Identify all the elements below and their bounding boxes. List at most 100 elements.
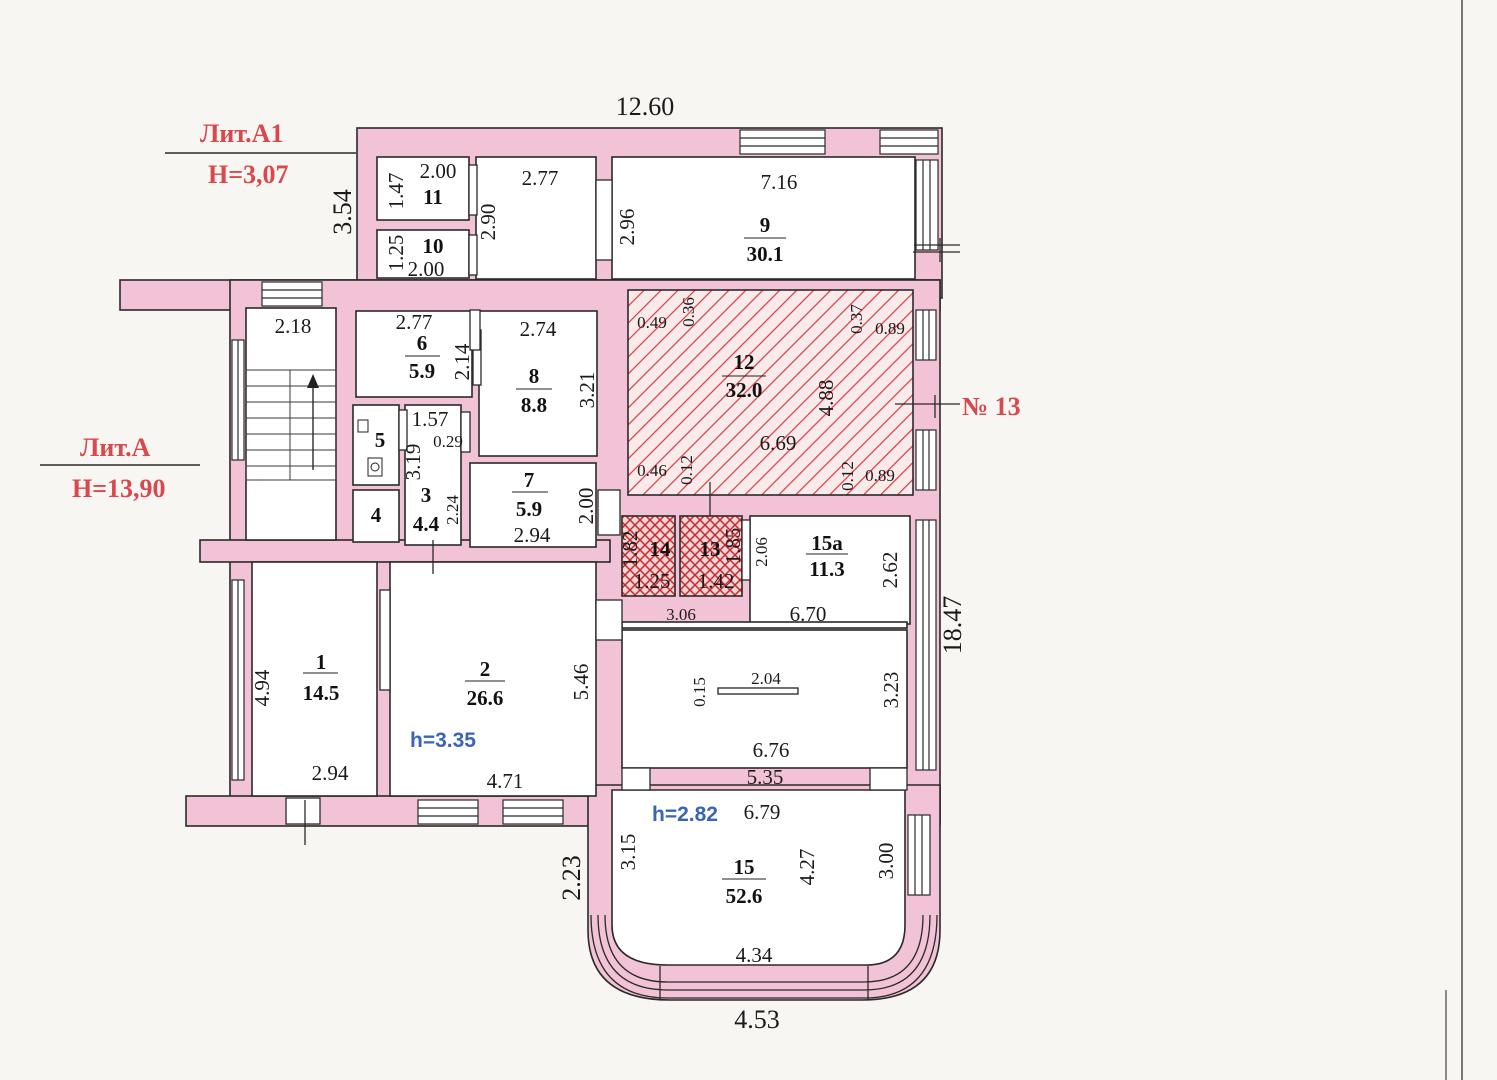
fixture-icon	[357, 419, 369, 433]
room-15a	[749, 515, 911, 625]
svg-text:0.12: 0.12	[838, 461, 857, 491]
svg-text:3: 3	[421, 483, 432, 507]
svg-text:5.9: 5.9	[409, 359, 435, 383]
svg-text:0.89: 0.89	[875, 319, 905, 338]
svg-text:4.53: 4.53	[734, 1005, 780, 1034]
svg-text:8: 8	[529, 364, 540, 388]
svg-text:1.25: 1.25	[634, 569, 671, 593]
rooms	[245, 156, 916, 966]
svg-text:5: 5	[375, 428, 386, 452]
ceiling-height-1: h=3.35	[410, 729, 476, 752]
room-6	[355, 310, 473, 398]
dimensions: 12.60 2.00 2.00 2.77 7.16 2.18 2.77 2.74…	[275, 92, 905, 1034]
room-labels: 11 10 9 30.1 12 32.0 6 5.9 8 8.8 5 4 3 4…	[303, 185, 845, 908]
beam	[717, 687, 799, 695]
svg-text:2.06: 2.06	[752, 537, 771, 567]
svg-text:2.90: 2.90	[476, 204, 500, 241]
lit-a1-height: H=3,07	[208, 160, 289, 189]
lit-a1-label: Лит.А1	[200, 119, 283, 148]
svg-text:2.77: 2.77	[396, 310, 433, 334]
svg-text:2.24: 2.24	[443, 495, 462, 525]
svg-text:4.4: 4.4	[413, 512, 440, 536]
ceiling-height-2: h=2.82	[652, 803, 718, 826]
svg-text:5.35: 5.35	[747, 765, 784, 789]
svg-text:1.42: 1.42	[698, 569, 735, 593]
partition	[621, 621, 908, 629]
svg-text:9: 9	[760, 213, 771, 237]
svg-text:2.74: 2.74	[520, 317, 557, 341]
doors	[285, 164, 960, 845]
svg-text:12: 12	[734, 350, 755, 374]
svg-text:5.9: 5.9	[516, 497, 542, 521]
svg-text:5.46: 5.46	[569, 664, 593, 701]
dimensions-vertical: 3.54 1.47 1.25 2.90 2.96 2.14 3.21 0.36 …	[250, 173, 967, 901]
bay-window	[590, 914, 938, 1000]
stair-flight	[245, 369, 337, 481]
svg-text:6.76: 6.76	[753, 738, 790, 762]
svg-text:0.36: 0.36	[679, 297, 698, 327]
lit-a-height: H=13,90	[72, 474, 166, 503]
stair-hall	[245, 307, 337, 541]
svg-text:1.57: 1.57	[412, 407, 449, 431]
svg-text:30.1: 30.1	[747, 242, 784, 266]
svg-text:1.85: 1.85	[721, 528, 745, 565]
room-1	[251, 561, 378, 797]
svg-text:12.60: 12.60	[616, 92, 675, 121]
svg-text:11.3: 11.3	[809, 557, 845, 581]
svg-text:4.34: 4.34	[736, 943, 773, 967]
area-bars	[303, 237, 848, 880]
svg-text:0.12: 0.12	[677, 455, 696, 485]
room-9	[611, 156, 916, 280]
svg-text:7.16: 7.16	[761, 170, 798, 194]
svg-text:18.47: 18.47	[938, 596, 967, 655]
svg-text:2.04: 2.04	[751, 669, 781, 688]
room-13	[679, 515, 743, 597]
svg-text:4.27: 4.27	[795, 849, 819, 886]
room-11	[376, 156, 470, 221]
svg-text:1.25: 1.25	[384, 235, 408, 272]
room-10	[376, 229, 470, 279]
lit-a-label: Лит.А	[80, 433, 151, 462]
svg-text:2.96: 2.96	[615, 209, 639, 246]
svg-text:3.54: 3.54	[328, 189, 357, 235]
svg-text:0.29: 0.29	[433, 432, 463, 451]
windows	[231, 129, 939, 896]
room-8	[478, 310, 598, 457]
corridor-a1	[475, 156, 597, 280]
svg-text:6: 6	[417, 331, 428, 355]
svg-text:3.19: 3.19	[401, 444, 425, 481]
svg-text:2.23: 2.23	[557, 855, 586, 901]
svg-text:3.23: 3.23	[879, 672, 903, 709]
svg-text:0.89: 0.89	[865, 466, 895, 485]
svg-text:3.00: 3.00	[874, 843, 898, 880]
svg-text:2: 2	[480, 657, 491, 681]
room-14	[621, 515, 676, 597]
svg-text:0.37: 0.37	[847, 304, 866, 334]
svg-text:1.47: 1.47	[384, 173, 408, 210]
svg-text:6.69: 6.69	[760, 431, 797, 455]
svg-text:6.79: 6.79	[744, 800, 781, 824]
room-2	[389, 561, 597, 797]
room-15	[611, 789, 906, 966]
svg-text:1.82: 1.82	[618, 531, 642, 568]
svg-text:2.14: 2.14	[450, 343, 474, 380]
svg-text:4.71: 4.71	[487, 769, 524, 793]
svg-text:1: 1	[316, 650, 327, 674]
svg-text:2.62: 2.62	[878, 552, 902, 589]
svg-text:4.88: 4.88	[814, 380, 838, 417]
svg-text:2.94: 2.94	[312, 761, 349, 785]
svg-text:52.6: 52.6	[726, 884, 763, 908]
svg-text:26.6: 26.6	[467, 686, 504, 710]
svg-text:2.00: 2.00	[574, 488, 598, 525]
svg-text:13: 13	[700, 537, 721, 561]
svg-text:14: 14	[650, 537, 672, 561]
room-12	[627, 289, 914, 496]
svg-text:2.77: 2.77	[522, 166, 559, 190]
svg-text:3.06: 3.06	[666, 605, 696, 624]
svg-text:0.49: 0.49	[637, 313, 667, 332]
svg-text:32.0: 32.0	[726, 378, 763, 402]
svg-text:4: 4	[371, 503, 382, 527]
apartment-number: № 13	[962, 392, 1021, 421]
svg-text:7: 7	[524, 468, 535, 492]
